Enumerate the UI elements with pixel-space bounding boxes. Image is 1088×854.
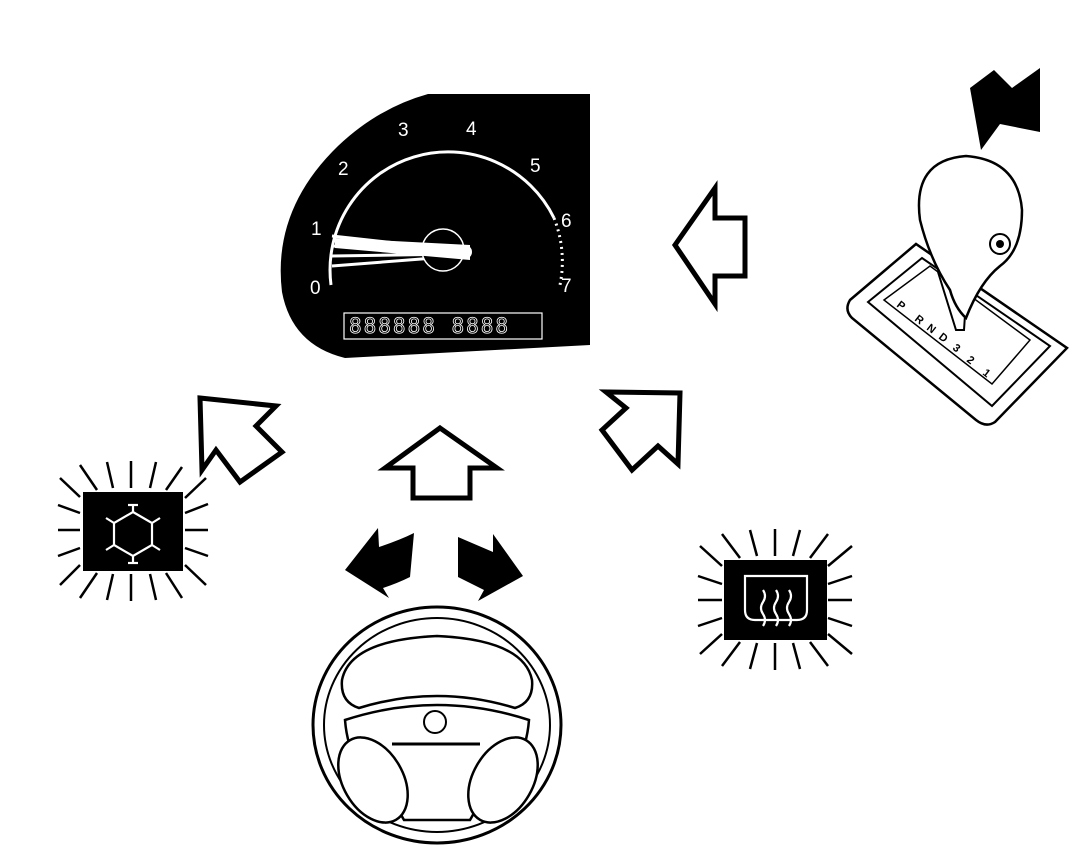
scale-label-5: 5: [530, 156, 541, 177]
snowflake-rays: [57, 461, 209, 601]
steering-wheel-icon: [311, 528, 563, 845]
scale-label-2: 2: [338, 159, 349, 180]
turn-arrow-left: [345, 528, 414, 598]
defroster-lamp-box: [724, 560, 827, 640]
turn-arrow-right: [458, 534, 523, 601]
wheel-top-opening: [340, 634, 534, 710]
arrow-diagonal-upright-hollow: [598, 389, 683, 474]
shifter-knob-button-dot: [996, 240, 1004, 248]
odometer-digits: 888888 8888: [349, 314, 510, 338]
arrow-up-hollow: [377, 424, 505, 501]
winter-mode-snowflake-icon: [57, 461, 209, 601]
scale-label-7: 7: [561, 276, 572, 297]
push-arrow: [970, 68, 1040, 150]
gauge-panel: [280, 94, 590, 358]
wheel-emblem: [423, 710, 447, 734]
wheel-left-opening: [337, 736, 409, 824]
defroster-glyph: [743, 574, 809, 627]
defroster-rays: [697, 529, 853, 670]
tachometer-icon: 0 1 2 3 4 5 6 7 888888 8888: [280, 94, 590, 358]
wheel-right-opening: [467, 736, 539, 824]
odometer-display: [343, 312, 543, 340]
gauge-needle-cap: [458, 245, 472, 259]
gauge-needle: [335, 238, 470, 260]
arrow-left-hollow: [671, 180, 748, 313]
snowflake-glyph: [105, 503, 161, 565]
scale-label-4: 4: [466, 119, 477, 140]
scale-label-3: 3: [398, 120, 409, 141]
shifter-knob: [917, 154, 1024, 321]
scale-label-6: 6: [561, 211, 572, 232]
gear-selector-icon: P R N D 3 2 1: [846, 68, 1069, 426]
arrow-diagonal-upleft-hollow: [197, 395, 286, 486]
rear-window-defroster-icon: [697, 529, 853, 670]
scale-label-0: 0: [310, 278, 321, 299]
scale-label-1: 1: [311, 219, 322, 240]
